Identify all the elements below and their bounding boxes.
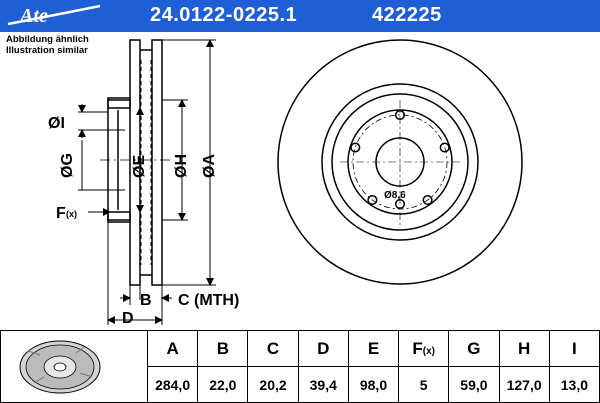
article-number: 422225 — [372, 4, 442, 26]
header-f-sub: (x) — [422, 345, 436, 357]
dimension-labels: ØI ØG ØE ØH ØA F (x) B C (MTH) D — [48, 115, 239, 327]
header-f-letter: F — [412, 338, 423, 358]
label-b: B — [140, 292, 152, 309]
value-e: 98,0 — [347, 366, 400, 403]
value-a: 284,0 — [146, 366, 199, 403]
value-c: 20,2 — [247, 366, 299, 403]
disc-side-section-icon — [100, 39, 170, 286]
label-f-sub: (x) — [66, 209, 77, 219]
note-illustration-english: Illustration similar — [6, 45, 88, 56]
value-h: 127,0 — [498, 366, 550, 403]
value-i: 13,0 — [548, 366, 600, 403]
value-f: 5 — [398, 366, 450, 403]
value-g: 59,0 — [448, 366, 500, 403]
header-i: I — [548, 330, 600, 367]
note-illustration-german: Abbildung ähnlich — [6, 34, 89, 45]
label-d: D — [122, 310, 134, 327]
label-dia-e: ØE — [131, 155, 148, 178]
header-b: B — [197, 330, 249, 367]
table-value-row: 284,0 22,0 20,2 39,4 98,0 5 59,0 127,0 1… — [1, 366, 600, 403]
value-b: 22,0 — [197, 366, 249, 403]
header-e: E — [347, 330, 400, 367]
disc-3d-thumbnail-icon — [0, 330, 148, 403]
header-h: H — [498, 330, 550, 367]
label-bolt-hole: Ø8,6 — [384, 190, 406, 201]
spec-table: A B C D E F(x) G H I 284,0 22,0 20,2 39,… — [0, 330, 600, 403]
part-number: 24.0122-0225.1 — [150, 4, 298, 26]
header-g: G — [448, 330, 500, 367]
label-dia-i: ØI — [48, 115, 65, 132]
label-dia-a: ØA — [201, 154, 218, 178]
header-f: F(x) — [398, 330, 450, 367]
label-dia-g: ØG — [59, 153, 76, 178]
label-c: C (MTH) — [178, 292, 239, 309]
table-header-row: A B C D E F(x) G H I — [0, 330, 600, 403]
label-f: F — [56, 205, 66, 222]
header-c: C — [247, 330, 299, 367]
header-d: D — [297, 330, 349, 367]
ate-logo-icon: Ate — [7, 4, 101, 27]
label-dia-h: ØH — [173, 154, 190, 178]
disc-front-view-icon — [277, 39, 523, 285]
brand-name: Ate — [18, 5, 48, 27]
value-d: 39,4 — [297, 366, 349, 403]
technical-drawing: ØI ØG ØE ØH ØA F (x) B C (MTH) D Ø8,6 — [48, 39, 523, 327]
header-a: A — [146, 330, 199, 367]
header-bar: Ate 24.0122-0225.1 422225 — [0, 0, 600, 32]
